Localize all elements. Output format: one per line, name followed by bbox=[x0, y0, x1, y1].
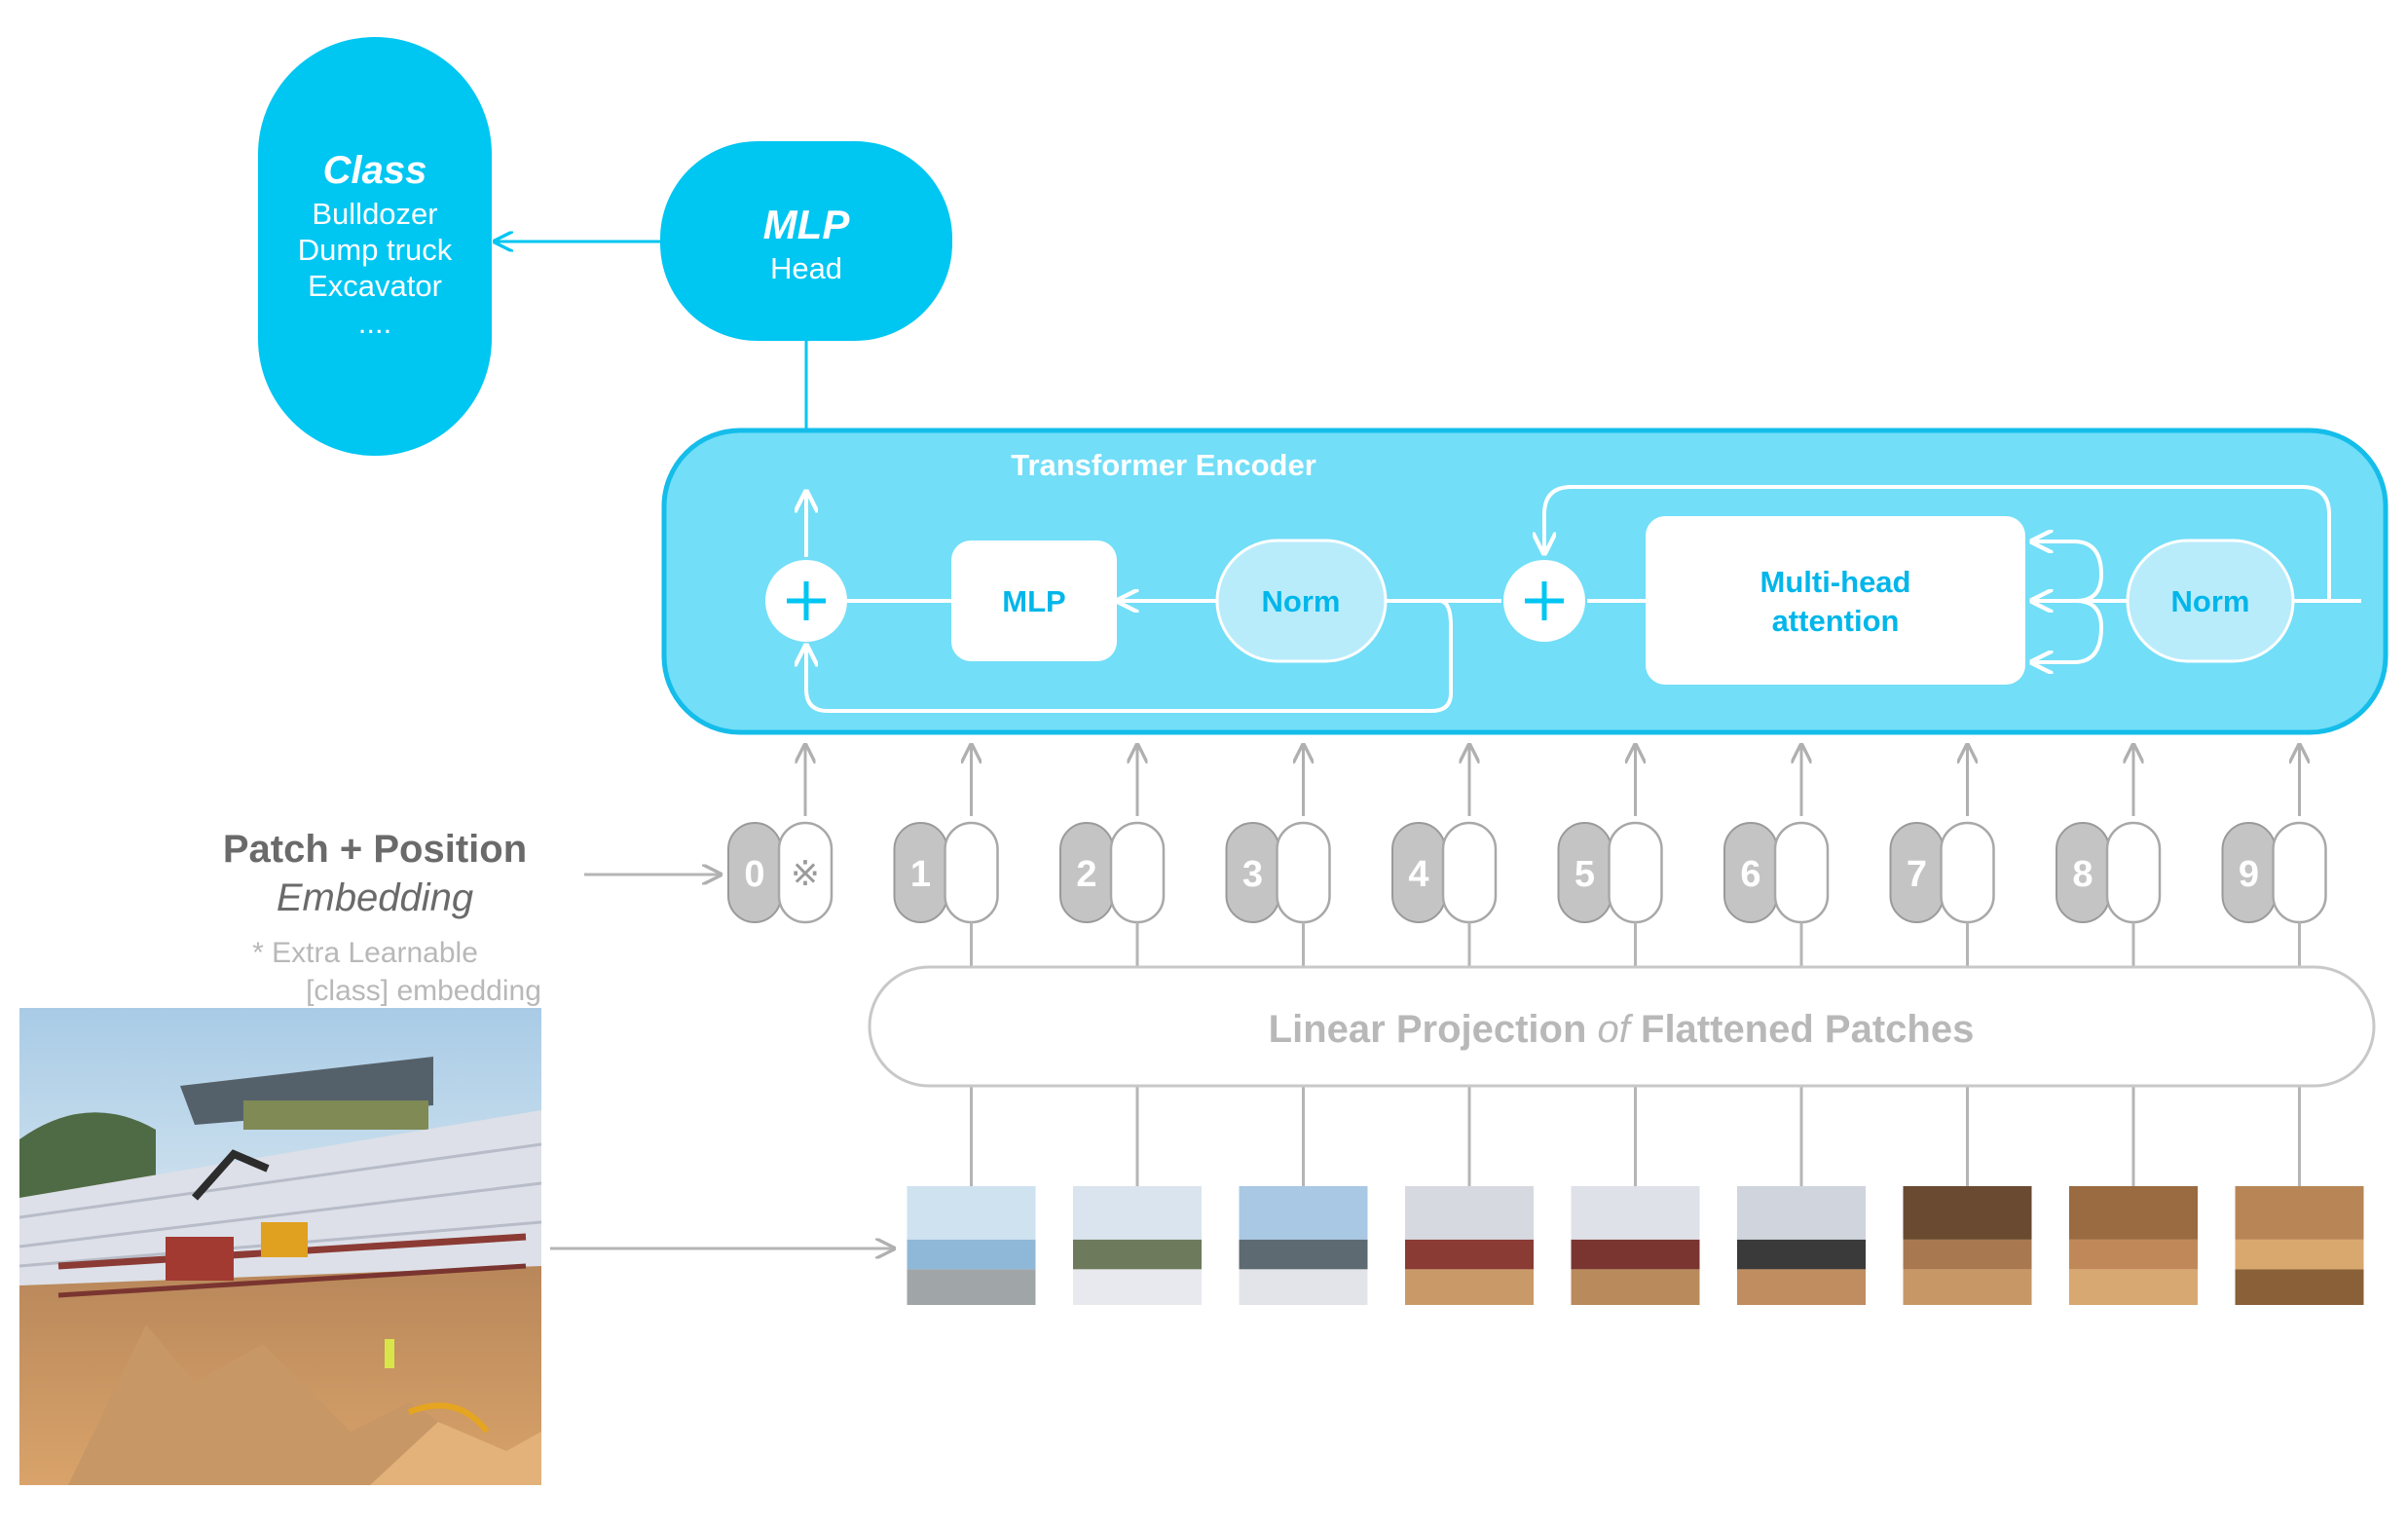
position-index-label: 0 bbox=[744, 854, 764, 895]
attention-label-line1: Multi-head bbox=[1760, 565, 1911, 599]
mlp-head-title: MLP bbox=[763, 202, 851, 247]
multi-head-attention-box bbox=[1646, 516, 2025, 685]
patch-thumbnail bbox=[1405, 1186, 1534, 1240]
patch-thumbnail bbox=[1073, 1239, 1202, 1270]
projection-text-part1: Linear Projection bbox=[1269, 1008, 1598, 1051]
patch-thumbnail bbox=[1903, 1269, 2032, 1305]
position-index-label: 5 bbox=[1574, 854, 1595, 895]
patch-thumbnail bbox=[2235, 1239, 2364, 1270]
token-layer: 0 ※ 1 2 3 4 5 6 7 8 9 bbox=[727, 745, 2364, 1305]
class-item: Bulldozer bbox=[312, 197, 437, 231]
patch-thumbnail bbox=[907, 1239, 1036, 1270]
patch-embedding-pill bbox=[2272, 821, 2327, 924]
patch-thumbnail bbox=[1073, 1186, 1202, 1240]
class-item: Dump truck bbox=[298, 233, 453, 267]
mlp-head-subtitle: Head bbox=[770, 251, 842, 285]
norm-left-label: Norm bbox=[1262, 584, 1341, 618]
patch-thumbnail bbox=[1405, 1239, 1534, 1270]
patch-thumbnail bbox=[907, 1269, 1036, 1305]
patch-embedding-pill bbox=[1109, 821, 1166, 924]
patch-embedding-pill bbox=[944, 821, 999, 924]
patch-thumbnail bbox=[1571, 1186, 1700, 1240]
svg-text:Linear Projection of Flattened: Linear Projection of Flattened Patches bbox=[1269, 1008, 1975, 1051]
patch-thumbnail bbox=[2069, 1269, 2198, 1305]
patch-thumbnail bbox=[1405, 1269, 1534, 1305]
position-index-label: 9 bbox=[2239, 854, 2259, 895]
patch-thumbnail bbox=[1903, 1186, 2032, 1240]
encoder-mlp-label: MLP bbox=[1002, 584, 1065, 618]
class-item: Excavator bbox=[308, 269, 442, 303]
patch-thumbnail bbox=[2235, 1186, 2364, 1240]
residual-path-bottom bbox=[806, 599, 1453, 713]
patch-thumbnail bbox=[1737, 1186, 1866, 1240]
patch-thumbnail bbox=[2069, 1186, 2198, 1240]
patch-embedding-pill bbox=[1276, 821, 1331, 924]
patch-thumbnail bbox=[1571, 1269, 1700, 1305]
patch-thumbnail bbox=[907, 1186, 1036, 1240]
patch-thumbnail bbox=[2069, 1239, 2198, 1270]
projection-text-part2: Flattened Patches bbox=[1630, 1008, 1974, 1051]
patch-thumbnail bbox=[1737, 1239, 1866, 1270]
class-output-box: Class Bulldozer Dump truck Excavator ...… bbox=[258, 37, 492, 456]
embedding-title-line2: Embedding bbox=[277, 876, 473, 919]
position-index-label: 1 bbox=[910, 854, 931, 895]
norm-right-label: Norm bbox=[2171, 584, 2250, 618]
patch-thumbnail bbox=[1737, 1269, 1866, 1305]
position-index-label: 6 bbox=[1740, 854, 1760, 895]
position-index-label: 3 bbox=[1242, 854, 1263, 895]
patch-thumbnail bbox=[1073, 1269, 1202, 1305]
patch-embedding-pill bbox=[1608, 821, 1663, 924]
patch-thumbnail bbox=[1903, 1239, 2032, 1270]
position-index-label: 2 bbox=[1076, 854, 1096, 895]
transformer-encoder: Transformer Encoder Norm Multi-head atte… bbox=[661, 428, 2389, 735]
class-token-symbol: ※ bbox=[791, 853, 820, 893]
residual-add-right bbox=[1503, 560, 1585, 642]
position-index-label: 7 bbox=[1907, 854, 1927, 895]
patch-thumbnail bbox=[1239, 1186, 1368, 1240]
attention-branch-upper bbox=[2032, 541, 2104, 603]
patch-embedding-pill bbox=[1773, 821, 1830, 924]
class-item: .... bbox=[358, 306, 391, 340]
attention-label-line2: attention bbox=[1772, 604, 1900, 638]
patch-embedding-pill bbox=[2105, 821, 2162, 924]
residual-path-top bbox=[1544, 485, 2331, 601]
attention-branch-lower bbox=[2032, 599, 2104, 662]
patch-thumbnail bbox=[1239, 1239, 1368, 1270]
position-index-label: 8 bbox=[2072, 854, 2093, 895]
embedding-title-line1: Patch + Position bbox=[223, 828, 527, 871]
norm-right-box bbox=[2126, 539, 2295, 663]
patch-embedding-pill bbox=[1940, 821, 1995, 924]
embedding-note-line1: * Extra Learnable bbox=[252, 937, 478, 969]
mlp-head-box: MLP Head bbox=[660, 141, 952, 341]
norm-left-box bbox=[1215, 539, 1388, 663]
embedding-note-line2: [class] embedding bbox=[306, 975, 541, 1007]
patch-thumbnail bbox=[1571, 1239, 1700, 1270]
patch-embedding-pill bbox=[777, 821, 834, 924]
patch-thumbnail bbox=[1239, 1269, 1368, 1305]
projection-text-italic: of bbox=[1598, 1008, 1634, 1051]
residual-add-left bbox=[765, 560, 847, 642]
construction-site-photo bbox=[19, 1008, 541, 1485]
linear-projection-box: Linear Projection of Flattened Patches bbox=[868, 965, 2376, 1088]
class-title: Class bbox=[323, 149, 427, 192]
position-index-label: 4 bbox=[1408, 854, 1428, 895]
patch-embedding-pill bbox=[1441, 821, 1498, 924]
encoder-mlp-box bbox=[951, 540, 1117, 661]
encoder-title: Transformer Encoder bbox=[1011, 448, 1316, 482]
patch-thumbnail bbox=[2235, 1269, 2364, 1305]
